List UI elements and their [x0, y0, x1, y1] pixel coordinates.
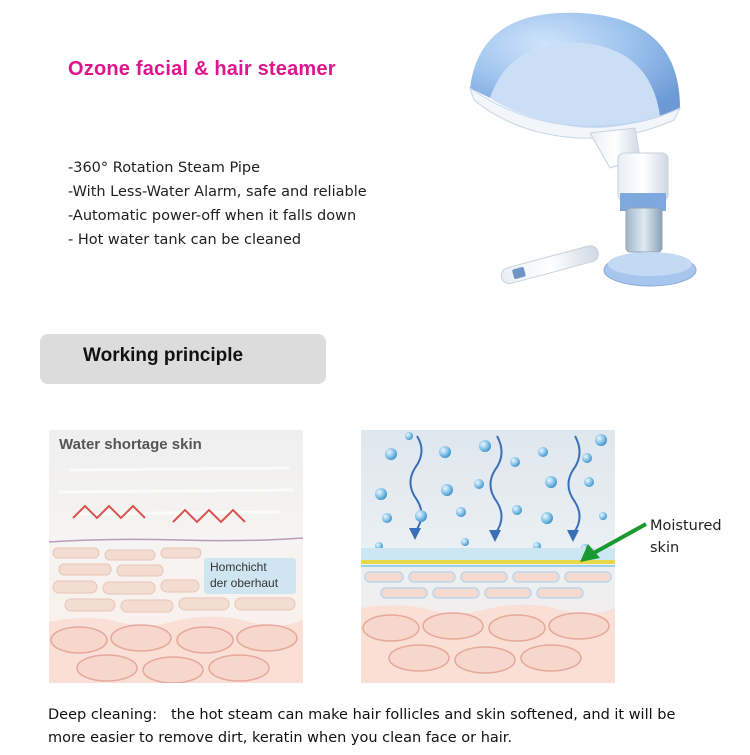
feature-item: -With Less-Water Alarm, safe and reliabl…	[68, 184, 367, 200]
moistured-skin-label: Moistured skin	[650, 518, 722, 556]
feature-item: -360° Rotation Steam Pipe	[68, 160, 261, 176]
deep-cleaning-label: Deep cleaning:	[48, 707, 158, 723]
moistured-skin-diagram	[361, 430, 615, 683]
deep-cleaning-text: the hot steam can make hair follicles an…	[48, 707, 676, 746]
water-shortage-skin-diagram: Water shortage skin Homchicht der oberha…	[49, 430, 303, 683]
callout-line: Homchicht	[210, 560, 267, 574]
feature-item: - Hot water tank can be cleaned	[68, 232, 302, 248]
section-title: Working principle	[83, 345, 244, 366]
steamer-product-image	[460, 8, 750, 298]
feature-list: -360° Rotation Steam Pipe -With Less-Wat…	[68, 156, 367, 252]
pointer-arrow-icon	[580, 522, 647, 562]
water-shortage-label: Water shortage skin	[59, 436, 202, 453]
product-title: Ozone facial & hair steamer	[68, 58, 336, 80]
deep-cleaning-description: Deep cleaning: the hot steam can make ha…	[48, 704, 708, 750]
layer-callout: Homchicht der oberhaut	[204, 558, 296, 594]
feature-item: -Automatic power-off when it falls down	[68, 208, 357, 224]
section-header-box	[40, 334, 326, 384]
callout-line: der oberhaut	[210, 576, 279, 590]
